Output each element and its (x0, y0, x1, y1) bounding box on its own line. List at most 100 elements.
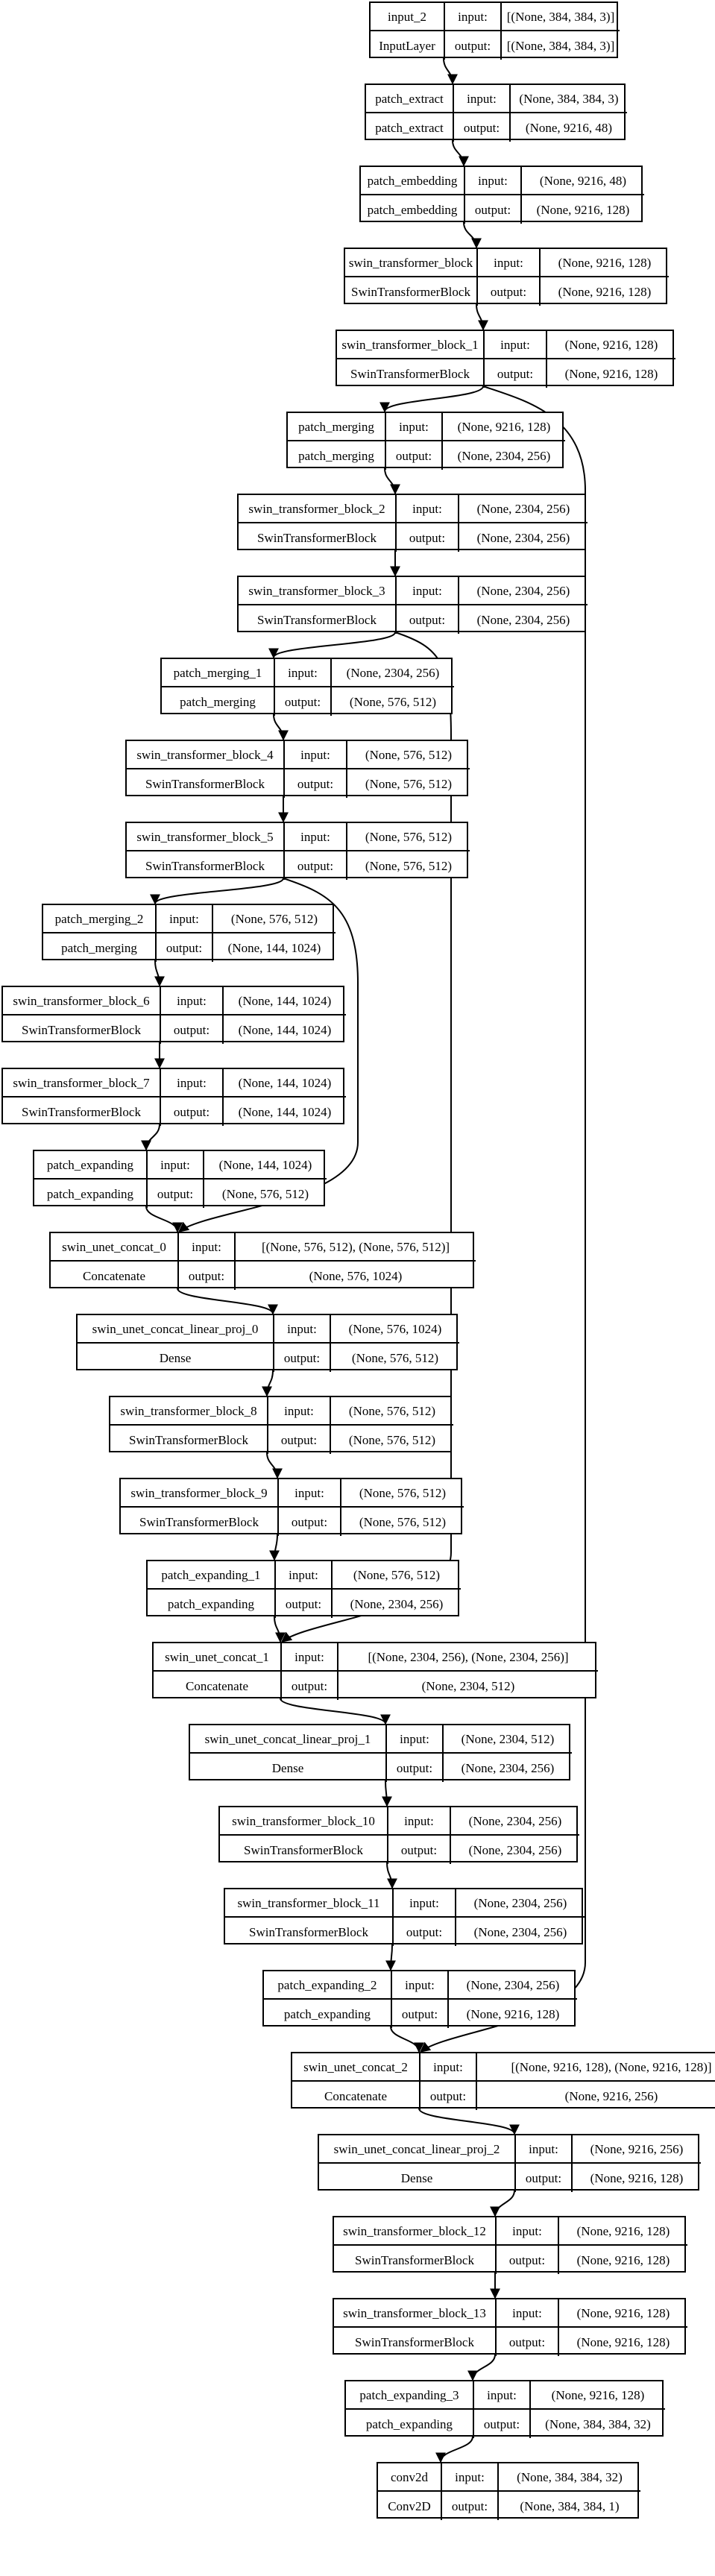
input-shape: (None, 2304, 256) (451, 1807, 579, 1836)
layer-type: Dense (78, 1344, 274, 1372)
edge-n18-to-n19 (269, 1534, 280, 1561)
output-port-label: output: (394, 1918, 456, 1946)
layer-type: Concatenate (292, 2082, 421, 2110)
layer-type: SwinTransformerBlock (334, 2328, 497, 2356)
input-shape: (None, 9216, 128) (443, 413, 565, 441)
layer-name: swin_transformer_block_8 (110, 1397, 268, 1426)
output-port-label: output: (276, 1590, 333, 1618)
layer-type: SwinTransformerBlock (127, 851, 285, 880)
edge-n20-to-n21 (280, 1698, 391, 1725)
input-shape: (None, 576, 512) (347, 823, 470, 851)
layer-name: swin_unet_concat_linear_proj_1 (190, 1725, 387, 1754)
output-shape: (None, 384, 384, 32) (545, 2416, 651, 2431)
layer-name: swin_unet_concat_linear_proj_2 (319, 2135, 516, 2164)
layer-type: Concatenate (51, 1262, 179, 1290)
input-port-label: input: (397, 495, 459, 523)
output-shape: (None, 2304, 256) (461, 1760, 555, 1775)
input-port-label: input: (268, 1397, 331, 1426)
layer-type: SwinTransformerBlock (334, 2246, 497, 2274)
layer-name: swin_transformer_block_3 (239, 577, 397, 605)
layer-name: input_2 (371, 3, 445, 31)
input-shape: (None, 2304, 256) (459, 495, 588, 523)
input-shape: [(None, 384, 384, 3)] (502, 3, 620, 31)
input-shape: [(None, 576, 512), (None, 576, 512)] (236, 1233, 476, 1262)
input-shape: (None, 9216, 128) (541, 249, 669, 277)
layer-type: patch_expanding (148, 1590, 276, 1618)
input-shape: (None, 576, 1024) (331, 1315, 459, 1344)
layer-name: swin_transformer_block (345, 249, 478, 277)
output-port-label: output: (275, 687, 332, 716)
input-port-label: input: (279, 1479, 341, 1508)
input-port-label: input: (442, 2463, 499, 2492)
input-port-label: input: (474, 2381, 531, 2410)
output-port-label: output: (445, 31, 502, 60)
layer-name: swin_unet_concat_1 (154, 1643, 282, 1672)
input-port-label: input: (397, 577, 459, 605)
layer-name: swin_transformer_block_10 (220, 1807, 388, 1836)
edge-n5-to-n6 (384, 467, 400, 495)
layer-name: patch_extract (366, 85, 454, 113)
layer-name: patch_merging_1 (162, 659, 275, 687)
layer-name: swin_unet_concat_2 (292, 2053, 421, 2082)
output-shape: (None, 576, 512) (365, 776, 453, 791)
output-shape: (None, 9216, 48) (525, 120, 613, 135)
layer-type: SwinTransformerBlock (345, 277, 478, 306)
layer-name: patch_expanding (34, 1151, 148, 1180)
input-shape: (None, 9216, 128) (559, 2217, 687, 2246)
output-shape: (None, 576, 1024) (309, 1268, 403, 1283)
output-shape: (None, 576, 512) (351, 1350, 439, 1365)
output-port-label: output: (392, 2000, 449, 2028)
edge-n10-to-n11 (150, 878, 284, 905)
output-shape: (None, 144, 1024) (238, 1104, 332, 1119)
edge-n26-to-n27 (490, 2190, 515, 2217)
edge-n28-to-n29 (467, 2354, 496, 2381)
output-shape: (None, 576, 512) (365, 858, 453, 873)
layer-type: Concatenate (154, 1672, 282, 1700)
layer-type: patch_expanding (346, 2410, 474, 2438)
input-port-label: input: (275, 659, 332, 687)
input-shape: (None, 2304, 256) (459, 577, 588, 605)
edge-n16-to-n17 (262, 1370, 274, 1397)
input-shape: (None, 2304, 256) (332, 659, 454, 687)
edge-n23-to-n24 (385, 1944, 397, 1971)
input-shape: [(None, 2304, 256), (None, 2304, 256)] (338, 1643, 598, 1672)
layer-name: patch_expanding_2 (264, 1971, 392, 2000)
edge-n7-to-n20 (280, 632, 452, 1643)
input-shape: (None, 2304, 256) (449, 1971, 577, 2000)
edge-n13-to-n14 (141, 1124, 160, 1151)
layer-name: swin_transformer_block_1 (337, 331, 485, 359)
output-shape: (None, 2304, 256) (476, 530, 570, 545)
